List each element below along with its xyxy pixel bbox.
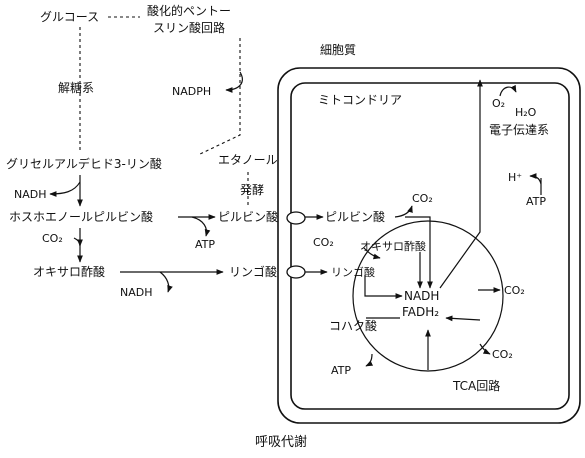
label-nadh-2: NADH <box>120 286 153 299</box>
label-glycolysis: 解糖系 <box>58 80 94 95</box>
label-malate-mito: リンゴ酸 <box>331 265 375 279</box>
tca-cycle-circle <box>352 220 504 372</box>
label-co2-left: CO₂ <box>42 232 63 245</box>
label-oxaloacetate-mito: オキサロ酢酸 <box>360 239 426 253</box>
label-pyruvate-cyt: ピルビン酸 <box>218 209 278 224</box>
transporter-malate <box>286 265 306 279</box>
ppp-pathway <box>197 38 241 156</box>
label-co2-tca-bottom: CO₂ <box>492 348 513 361</box>
label-cytoplasm: 細胞質 <box>320 42 356 57</box>
label-fermentation: 発酵 <box>240 183 264 197</box>
label-h2o: H₂O <box>515 106 537 119</box>
tca-right-to-fadh2-arrow <box>445 315 481 322</box>
mitochondria-outer-membrane <box>290 82 570 410</box>
pyruvate-to-nadh-arrow <box>405 216 433 289</box>
nadh2-arrow <box>159 271 173 293</box>
nadh-to-etc-arrow <box>439 79 483 289</box>
label-atp-tca: ATP <box>331 364 351 377</box>
label-co2-mito-left: CO₂ <box>313 236 334 249</box>
label-malate-cyt: リンゴ酸 <box>229 264 277 279</box>
label-mitochondria: ミトコンドリア <box>318 93 402 107</box>
label-co2-tca-right: CO₂ <box>504 284 525 297</box>
label-fadh2: FADH₂ <box>402 305 439 319</box>
label-co2-top: CO₂ <box>412 192 433 205</box>
pyruvate-co2-arrow <box>394 205 413 218</box>
label-pyruvate-mito: ピルビン酸 <box>325 209 385 224</box>
label-atp-right: ATP <box>526 195 546 208</box>
label-g3p: グリセルアルデヒド3-リン酸 <box>6 156 162 171</box>
cell-membrane <box>277 67 581 424</box>
label-nadph: NADPH <box>172 85 211 98</box>
label-o2: O₂ <box>492 97 505 110</box>
label-hplus: H⁺ <box>508 171 522 184</box>
label-atp-1: ATP <box>195 238 215 251</box>
label-tca: TCA回路 <box>452 378 500 393</box>
label-succinate: コハク酸 <box>329 318 377 333</box>
nadph-arrow <box>225 71 243 93</box>
atp1-arrow <box>191 216 211 237</box>
transporter-pyruvate <box>286 211 306 225</box>
co2-in-arrow <box>73 237 83 247</box>
o2-h2o-arrow <box>499 84 517 97</box>
label-ppp-1: 酸化的ペントー <box>147 3 231 18</box>
label-nadh-tca: NADH <box>404 289 439 303</box>
label-ethanol: エタノール <box>218 153 278 167</box>
label-nadh-1: NADH <box>14 188 47 201</box>
nadh1-arrow <box>49 181 81 197</box>
caption: 呼吸代謝 <box>255 435 307 450</box>
co2-mito-left-arrow <box>363 247 381 260</box>
atp-tca-arrow <box>365 353 374 367</box>
label-glucose: グルコース <box>40 10 99 24</box>
label-etc: 電子伝達系 <box>489 123 549 137</box>
label-oxaloacetate-cyt: オキサロ酢酸 <box>33 264 105 279</box>
hplus-atp-arrow <box>529 173 542 185</box>
label-ppp-2: スリン酸回路 <box>153 20 225 35</box>
label-pep: ホスホエノールピルビン酸 <box>9 209 153 224</box>
malate-to-nadh-arrow <box>364 275 403 299</box>
co2-tca-bottom-arrow <box>479 343 491 355</box>
